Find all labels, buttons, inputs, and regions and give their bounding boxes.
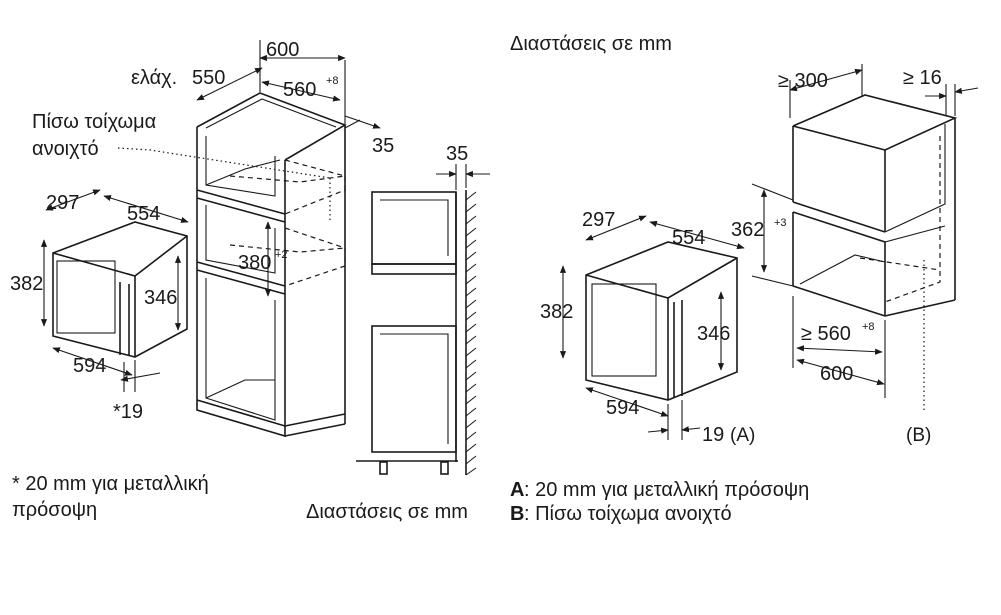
left-device-width-top: 554 — [127, 203, 160, 225]
right-device-depth: 297 — [582, 209, 615, 231]
left-min-depth: 550 — [192, 67, 225, 89]
left-footnote-line-2: πρόσοψη — [12, 499, 97, 521]
legend-b-text: : Πίσω τοίχωμα ανοιχτό — [524, 503, 732, 525]
left-microwave-drawing — [40, 189, 189, 392]
left-niche-height: 380 — [238, 252, 271, 274]
right-cabinet-width: 600 — [820, 363, 853, 385]
left-back-wall-label-2: ανοιχτό — [32, 138, 99, 160]
right-niche-height-tol: +3 — [774, 217, 787, 229]
legend-a-key: A — [510, 479, 524, 501]
left-niche-height-tol: +2 — [275, 249, 288, 261]
left-door-note: *19 — [113, 401, 143, 423]
right-device-width: 594 — [606, 397, 639, 419]
right-units-label: Διαστάσεις σε mm — [510, 33, 672, 55]
right-min-gap: ≥ 16 — [903, 67, 942, 89]
side-section-drawing — [356, 164, 490, 476]
right-door-thickness: 19 — [702, 424, 724, 446]
right-device-height: 382 — [540, 301, 573, 323]
right-niche-width: ≥ 560 — [801, 323, 851, 345]
right-cabinet-drawing — [751, 64, 979, 412]
left-footnote-line-1: * 20 mm για μεταλλική — [12, 473, 209, 495]
right-microwave-drawing — [559, 215, 745, 440]
left-oven-depth: 600 — [266, 39, 299, 61]
tall-cabinet-drawing — [117, 40, 381, 438]
left-device-depth: 297 — [46, 192, 79, 214]
right-niche-width-tol: +8 — [862, 321, 875, 333]
right-min-depth: ≥ 300 — [778, 70, 828, 92]
right-device-inner-height: 346 — [697, 323, 730, 345]
left-back-wall-label-1: Πίσω τοίχωμα — [32, 111, 156, 133]
left-gap: 35 — [372, 135, 394, 157]
left-min-label: ελάχ. — [131, 67, 177, 89]
right-marker-b: (B) — [906, 425, 931, 446]
right-marker-a: (A) — [730, 425, 755, 446]
middle-wall-gap: 35 — [446, 143, 468, 165]
left-device-height: 382 — [10, 273, 43, 295]
right-device-width-top: 554 — [672, 227, 705, 249]
left-niche-depth: 560 — [283, 79, 316, 101]
left-device-width: 594 — [73, 355, 106, 377]
left-niche-depth-tol: +8 — [326, 75, 339, 87]
middle-units-label: Διαστάσεις σε mm — [306, 501, 468, 523]
legend-b-key: B — [510, 503, 524, 525]
right-niche-height: 362 — [731, 219, 764, 241]
left-device-inner-height: 346 — [144, 287, 177, 309]
legend-a-text: : 20 mm για μεταλλική πρόσοψη — [524, 479, 809, 501]
